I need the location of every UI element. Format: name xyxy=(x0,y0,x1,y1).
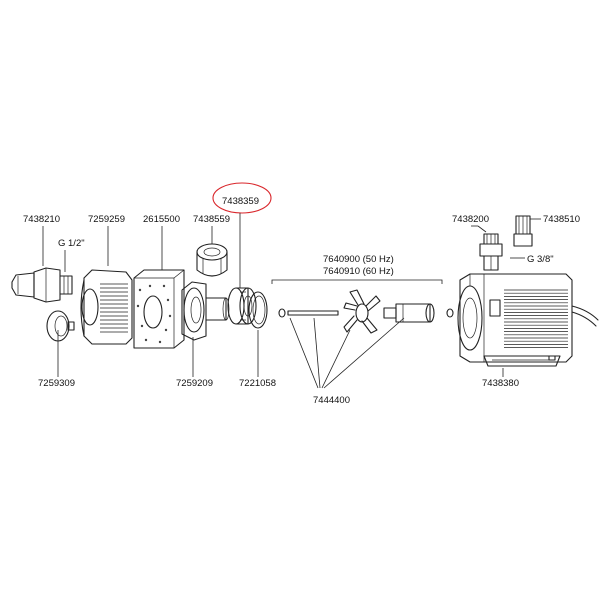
label-7438510: 7438510 xyxy=(543,214,580,225)
valve-7438559 xyxy=(196,243,228,277)
highlight-circle xyxy=(212,182,272,214)
leader-lines xyxy=(42,213,541,389)
label-g-3-8-thread: G 3/8" xyxy=(527,254,554,265)
label-7259309: 7259309 xyxy=(38,378,75,389)
label-7438380: 7438380 xyxy=(482,378,519,389)
label-7259259: 7259259 xyxy=(88,214,125,225)
hose-fitting-7438210 xyxy=(11,267,73,303)
pump-cover-7259209 xyxy=(181,281,230,341)
label-7438200: 7438200 xyxy=(452,214,489,225)
label-2615500: 2615500 xyxy=(143,214,180,225)
cap-7438510 xyxy=(513,215,533,247)
motor-housing xyxy=(457,273,599,363)
strainer-cage-7259259 xyxy=(80,269,133,345)
label-7221058: 7221058 xyxy=(239,378,276,389)
rotor-chamber-7438359 xyxy=(227,287,257,325)
suction-cup-7259309 xyxy=(46,310,75,342)
label-7438359: 7438359 xyxy=(222,196,259,207)
foam-block-2615500 xyxy=(133,269,185,349)
label-g-half-thread: G 1/2" xyxy=(58,238,85,249)
outlet-fitting-7438200 xyxy=(479,233,503,271)
label-motor-50hz: 7640900 (50 Hz) xyxy=(323,254,394,265)
label-motor-60hz: 7640910 (60 Hz) xyxy=(323,266,394,277)
impeller-set-7444400 xyxy=(278,289,454,334)
label-7438210: 7438210 xyxy=(23,214,60,225)
label-7259209: 7259209 xyxy=(176,378,213,389)
label-7444400: 7444400 xyxy=(313,395,350,406)
label-7438559: 7438559 xyxy=(193,214,230,225)
o-ring-7221058 xyxy=(248,291,268,329)
base-plate-7438380 xyxy=(483,355,561,367)
